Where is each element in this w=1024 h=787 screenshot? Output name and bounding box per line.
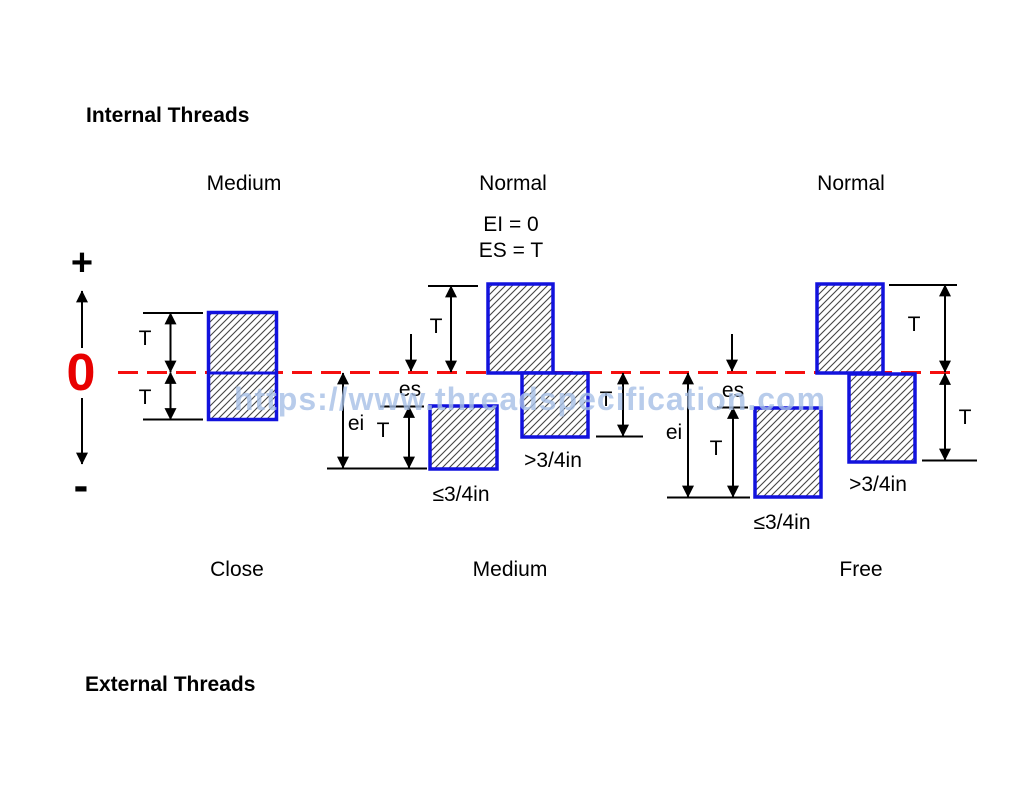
equation-es-label: ES = T [479, 239, 544, 262]
internal-class-normal-label: Normal [479, 172, 547, 195]
free-gt34-zone [847, 372, 917, 464]
internal-class-medium-label: Medium [207, 172, 282, 195]
medium-right-t-label: T [600, 388, 613, 411]
medium-column [327, 282, 643, 471]
free-lower-t-label: T [710, 437, 723, 460]
axis-zero-label: 0 [67, 344, 96, 402]
medium-ei-label: ei [348, 412, 364, 435]
free-internal-zone [815, 282, 885, 375]
external-threads-title: External Threads [85, 673, 255, 696]
free-top-t-label: T [908, 313, 921, 336]
medium-es-label: es [399, 378, 421, 401]
medium-gt34-label: >3/4in [524, 449, 582, 472]
medium-internal-zone [486, 282, 555, 375]
close-upper-t-label: T [139, 327, 152, 350]
close-column [143, 310, 279, 422]
internal-threads-title: Internal Threads [86, 104, 249, 127]
free-ei-label: ei [666, 421, 682, 444]
axis-minus-label: - [74, 461, 89, 510]
medium-top-t-label: T [430, 315, 443, 338]
free-es-label: es [722, 379, 744, 402]
free-column [667, 282, 977, 499]
close-lower-t-label: T [139, 386, 152, 409]
medium-gt34-zone [520, 371, 590, 439]
external-class-close-label: Close [210, 558, 264, 581]
external-class-medium-label: Medium [473, 558, 548, 581]
free-right-t-label: T [959, 406, 972, 429]
axis-plus-label: + [71, 242, 93, 284]
free-gt34-label: >3/4in [849, 473, 907, 496]
free-le34-zone [753, 406, 823, 499]
external-class-free-label: Free [839, 558, 882, 581]
site-watermark: https://www.threadspecification.com [234, 381, 826, 417]
medium-le34-zone [428, 404, 499, 471]
medium-lower-t-label: T [377, 419, 390, 442]
medium-le34-label: ≤3/4in [432, 483, 489, 506]
equation-ei-label: EI = 0 [483, 213, 538, 236]
free-le34-label: ≤3/4in [753, 511, 810, 534]
internal-class-normal2-label: Normal [817, 172, 885, 195]
close-tolerance-zone [206, 310, 279, 422]
